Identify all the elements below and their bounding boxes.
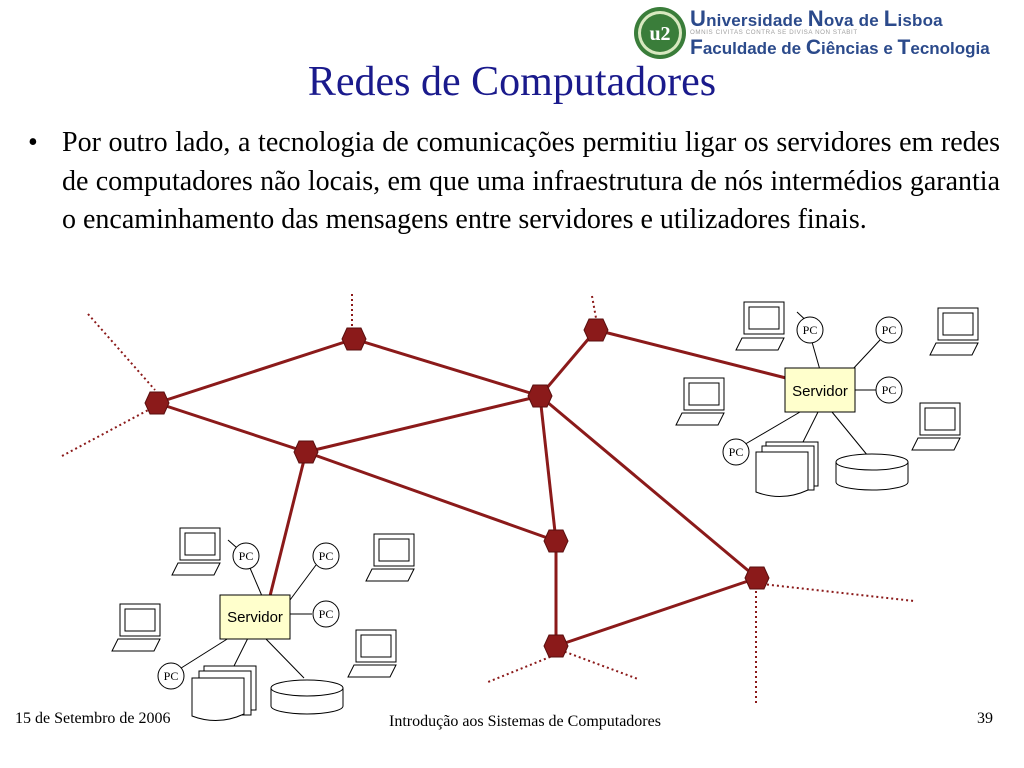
pc-label: PC xyxy=(319,549,334,563)
network-link xyxy=(595,328,787,380)
dotted-link xyxy=(87,313,156,391)
pc-label: PC xyxy=(164,669,179,683)
network-links xyxy=(156,328,787,648)
router-nodes xyxy=(144,318,770,658)
router-node xyxy=(543,529,569,553)
network-link xyxy=(353,337,541,398)
router-node xyxy=(527,384,553,408)
pc-node xyxy=(312,542,340,570)
computer-icon xyxy=(347,629,397,678)
computer-icon xyxy=(735,301,785,351)
pc-label: PC xyxy=(729,445,744,459)
network-link xyxy=(538,395,558,542)
server-box xyxy=(219,594,291,640)
dotted-link xyxy=(761,583,915,602)
router-node xyxy=(341,327,367,351)
faculty-name: Faculdade de Ciências e Tecnologia xyxy=(690,36,990,59)
page-number: 39 xyxy=(977,710,993,727)
pc-node xyxy=(312,600,340,628)
pc-label: PC xyxy=(803,323,818,337)
network-link xyxy=(305,450,557,543)
router-node xyxy=(144,391,170,415)
server-label: Servidor xyxy=(227,609,283,626)
router-node xyxy=(744,566,770,590)
pc-node xyxy=(875,376,903,404)
computer-icon xyxy=(675,377,725,426)
slide-title: Redes de Computadores xyxy=(307,59,717,105)
network-link xyxy=(305,394,541,454)
server-cluster-left: Servidor PC PC PC PC xyxy=(111,527,415,721)
pc-node xyxy=(722,438,750,466)
network-link xyxy=(156,401,307,454)
computer-icon xyxy=(365,533,415,582)
dotted-link xyxy=(559,649,639,680)
pc-node xyxy=(232,542,260,570)
network-link xyxy=(539,394,758,580)
dotted-links xyxy=(61,294,915,706)
server-label: Servidor xyxy=(792,383,848,400)
router-node xyxy=(583,318,609,342)
pc-node xyxy=(157,662,185,690)
computer-icon xyxy=(171,527,221,576)
server-box xyxy=(784,367,856,413)
bullet-marker: • xyxy=(28,127,38,158)
router-node xyxy=(543,634,569,658)
university-motto: OMNIS CIVITAS CONTRA SE DIVISA NON STABI… xyxy=(690,29,858,36)
documents-icon xyxy=(191,665,257,721)
network-link xyxy=(268,451,308,597)
computer-icon xyxy=(111,603,161,652)
disk-storage-icon xyxy=(270,679,344,715)
footer-date: 15 de Setembro de 2006 xyxy=(15,710,171,727)
pc-label: PC xyxy=(882,383,897,397)
footer-course-title: Introdução aos Sistemas de Computadores xyxy=(389,713,661,730)
network-link xyxy=(555,576,758,648)
pc-label: PC xyxy=(882,323,897,337)
emblem-text: u2 xyxy=(649,23,670,45)
router-node xyxy=(293,440,319,464)
pc-node xyxy=(796,316,824,344)
university-logo: u2 Universidade Nova de Lisboa OMNIS CIV… xyxy=(632,2,1018,64)
pc-label: PC xyxy=(239,549,254,563)
computer-icon xyxy=(911,402,961,451)
bullet-list: • Por outro lado, a tecnologia de comuni… xyxy=(28,124,1000,240)
network-link xyxy=(538,329,598,397)
pc-node xyxy=(875,316,903,344)
university-emblem-icon: u2 xyxy=(634,7,686,59)
disk-storage-icon xyxy=(835,453,909,491)
computer-icon xyxy=(929,307,979,356)
dotted-link xyxy=(487,654,556,683)
network-link xyxy=(156,337,355,405)
university-name: Universidade Nova de Lisboa xyxy=(690,6,943,31)
bullet-text: Por outro lado, a tecnologia de comunica… xyxy=(62,127,1000,235)
dotted-link xyxy=(61,407,153,457)
server-cluster-right: Servidor PC PC PC PC xyxy=(675,301,979,497)
pc-label: PC xyxy=(319,607,334,621)
documents-icon xyxy=(755,441,819,497)
dotted-link xyxy=(591,295,597,319)
